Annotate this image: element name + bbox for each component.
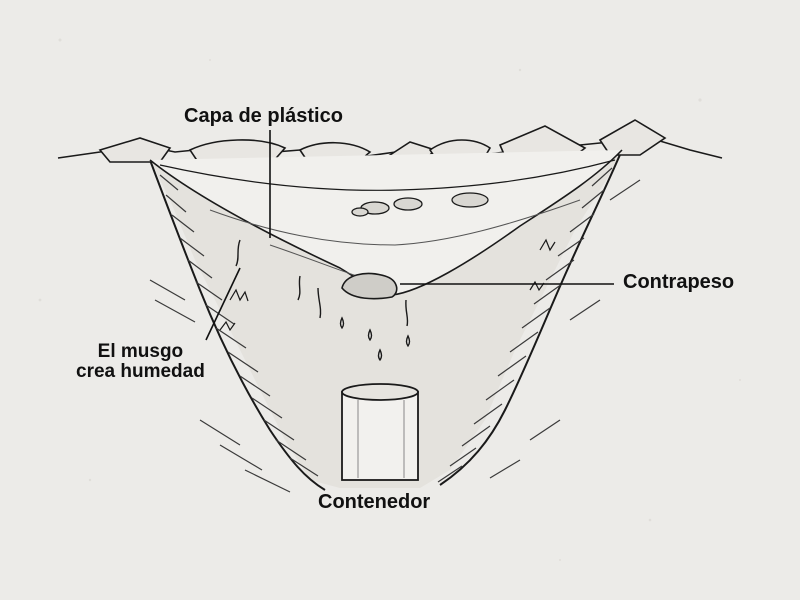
right-wall-hatching xyxy=(437,167,641,483)
pit-right-wall xyxy=(439,149,623,486)
moss xyxy=(219,238,556,332)
label-moss: El musgo crea humedad xyxy=(76,342,205,382)
plastic-sheet-fold xyxy=(159,159,616,191)
collection-container xyxy=(341,383,419,481)
pit-left-wall xyxy=(149,159,326,491)
counterweight-rock xyxy=(341,272,398,300)
label-moss-line2: crea humedad xyxy=(76,361,205,382)
label-counterweight: Contrapeso xyxy=(623,271,735,293)
label-plastic-sheet: Capa de plástico xyxy=(184,105,343,127)
paper-texture xyxy=(38,38,741,561)
sheet-pebbles xyxy=(351,192,489,217)
leader-line-moss xyxy=(205,267,241,341)
plastic-sheet-fold xyxy=(209,199,581,246)
label-moss-line1: El musgo xyxy=(97,341,184,362)
label-container: Contenedor xyxy=(318,491,431,513)
left-wall-hatching xyxy=(149,174,319,493)
water-drips xyxy=(235,239,411,362)
